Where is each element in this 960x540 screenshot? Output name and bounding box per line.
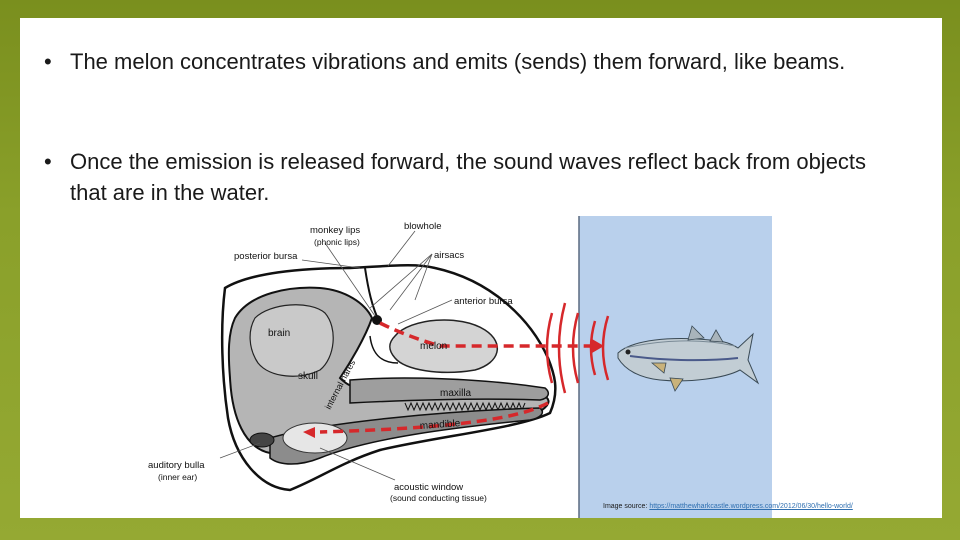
slide: • The melon concentrates vibrations and …: [20, 18, 942, 518]
label-maxilla: maxilla: [440, 388, 472, 399]
sound-wave-arc: [589, 320, 597, 376]
image-source-label: Image source:: [603, 503, 648, 510]
sound-wave-arc: [571, 312, 580, 384]
outgoing-beam: [379, 321, 595, 348]
sound-wave-arc: [601, 315, 610, 381]
bullet-text: The melon concentrates vibrations and em…: [70, 49, 846, 74]
label-auditory-bulla: auditory bulla: [148, 460, 205, 471]
returning-echo: [319, 401, 549, 434]
auditory-bulla: [249, 432, 275, 448]
label-acoustic-window: acoustic window: [394, 482, 463, 493]
nasal-passage: [369, 335, 399, 364]
bullet-2: • Once the emission is released forward,…: [44, 146, 870, 208]
label-brain: brain: [268, 328, 290, 339]
brain: [249, 304, 334, 377]
label-posterior-bursa: posterior bursa: [234, 251, 298, 262]
image-source: Image source: https://matthewharkcastle.…: [603, 503, 853, 510]
bullet-marker: •: [44, 49, 52, 74]
sound-wave-arc: [557, 302, 567, 394]
label-airsacs: airsacs: [434, 250, 464, 261]
bullet-marker: •: [44, 149, 52, 174]
fish-eye: [625, 349, 631, 355]
returning-echo-arrowhead: [303, 427, 315, 438]
label-anterior-bursa: anterior bursa: [454, 296, 513, 307]
label-phonic-lips: (phonic lips): [314, 237, 360, 247]
fish: [617, 325, 760, 392]
maxilla: [349, 377, 549, 404]
outgoing-beam-arrowhead: [592, 339, 604, 353]
label-monkey-lips: monkey lips: [310, 225, 360, 236]
image-source-link[interactable]: https://matthewharkcastle.wordpress.com/…: [649, 503, 853, 510]
label-blowhole: blowhole: [404, 221, 442, 232]
mandible: [269, 407, 544, 465]
label-melon: melon: [420, 341, 447, 352]
label-inner-ear: (inner ear): [158, 472, 197, 482]
label-skull: skull: [298, 371, 318, 382]
label-mandible: mandible: [419, 418, 461, 432]
label-sound-conducting-tissue: (sound conducting tissue): [390, 493, 487, 503]
sound-wave-arc: [545, 312, 554, 384]
bullet-1: • The melon concentrates vibrations and …: [44, 46, 870, 77]
echolocation-figure: monkey lips (phonic lips) blowhole poste…: [148, 216, 772, 518]
teeth: [404, 401, 526, 412]
bullet-text: Once the emission is released forward, t…: [70, 149, 867, 205]
phonic-lips: [372, 315, 382, 325]
